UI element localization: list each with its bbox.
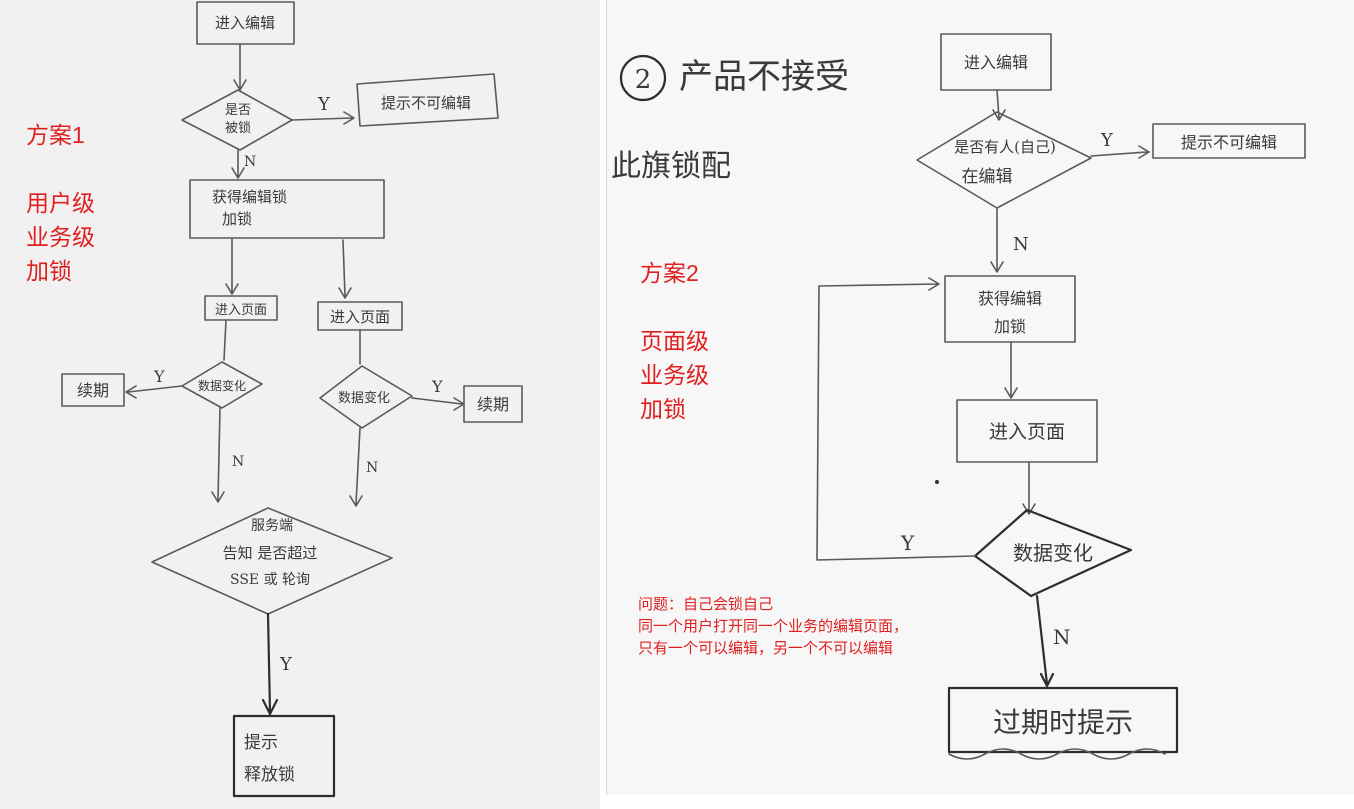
left-acquire-line2: 加锁 [222, 210, 252, 228]
right-scheme-title: 方案2 [640, 260, 699, 286]
left-data-change-diamond-a [181, 361, 263, 409]
left-data-change-diamond-b [319, 365, 413, 429]
left-server-yes-arrow [261, 612, 279, 716]
right-yes-arrow [1090, 145, 1150, 159]
left-release-line1: 提示 [244, 733, 278, 753]
left-data-no-arrow-b [349, 427, 363, 507]
left-scheme-line3: 加锁 [26, 258, 72, 284]
left-prompt-label: 提示不可编辑 [381, 94, 471, 112]
right-prompt-box [1152, 123, 1306, 159]
left-no-label: N [244, 154, 256, 170]
right-data-change-label: 数据变化 [1013, 541, 1093, 565]
left-release-line2: 释放锁 [244, 765, 295, 785]
left-scheme-title: 方案1 [26, 122, 85, 148]
left-renew-box-b [463, 385, 523, 423]
right-enter-edit-box [940, 33, 1052, 91]
right-scheme-line1: 页面级 [640, 328, 709, 354]
left-scheme-line1: 用户级 [26, 190, 95, 216]
right-heading-number-circle [619, 54, 667, 102]
left-data-no-b-label: N [366, 460, 378, 476]
left-flowchart-drawing: 进入编辑 是否 被锁 Y 提示不可编辑 N 获得编辑锁 加锁 进入页面 [61, 1, 523, 798]
left-flowchart-sheet: 进入编辑 是否 被锁 Y 提示不可编辑 N 获得编辑锁 加锁 进入页面 [0, 0, 600, 809]
right-arrow-3 [1022, 461, 1036, 515]
right-sub-heading: 此旗锁配 [611, 149, 731, 184]
left-renew-a-yes: Y [153, 367, 165, 386]
right-acquire-lock-box [944, 275, 1076, 343]
right-enter-page-label: 进入页面 [989, 421, 1065, 443]
right-enter-edit-label: 进入编辑 [964, 53, 1028, 72]
right-flowchart-drawing: 2 产品不接受 此旗锁配 进入编辑 是否有人(自己) 在编辑 Y 提示不可编辑 … [611, 33, 1306, 760]
left-release-lock-box [232, 714, 336, 798]
left-renew-b-yes: Y [431, 377, 443, 396]
left-branch-arrow-a [225, 237, 239, 295]
right-acquire-line2: 加锁 [994, 317, 1026, 336]
left-no-arrow [231, 149, 245, 179]
right-timeout-label: 过期时提示 [993, 706, 1133, 739]
right-arrow-2 [1004, 341, 1018, 399]
right-someone-editing-line2: 在编辑 [962, 167, 1013, 187]
left-renew-box-a [61, 373, 125, 407]
left-data-change-b-label: 数据变化 [338, 390, 390, 406]
pencil-dot [935, 480, 939, 484]
right-prompt-label: 提示不可编辑 [1181, 133, 1277, 152]
left-arrow-1 [233, 43, 247, 91]
left-is-locked-diamond [181, 89, 293, 151]
right-problem-line2: 同一个用户打开同一个业务的编辑页面， [638, 618, 909, 635]
right-scheme-line2: 业务级 [640, 362, 709, 388]
left-data-change-a-label: 数据变化 [198, 378, 246, 393]
right-loop-back-arrow [816, 277, 976, 561]
left-yes-label: Y [317, 94, 331, 115]
left-is-locked-line1: 是否 [225, 103, 251, 118]
left-data-no-arrow-a [211, 407, 225, 503]
left-server-line3: SSE 或 轮询 [230, 572, 310, 588]
right-timeout-wavy-line [948, 748, 1166, 760]
left-prompt-box [356, 73, 499, 127]
right-problem-line3: 只有一个可以编辑，另一个不可以编辑 [638, 640, 894, 657]
left-enter-page-b-label: 进入页面 [330, 308, 390, 326]
right-no-arrow [990, 207, 1004, 273]
right-someone-editing-line1: 是否有人(自己) [954, 138, 1056, 156]
left-renew-arrow-a [125, 385, 183, 399]
right-enter-page-box [956, 399, 1098, 463]
left-enter-page-box-a [204, 295, 278, 321]
right-heading-number: 2 [635, 65, 652, 95]
right-problem-line1: 问题：自己会锁自己 [638, 596, 774, 613]
left-branch-arrow-b [338, 239, 352, 299]
left-is-locked-line2: 被锁 [225, 120, 251, 136]
left-enter-edit-label: 进入编辑 [215, 14, 275, 32]
left-acquire-line1: 获得编辑锁 [212, 188, 287, 206]
left-page-a-down [223, 319, 227, 361]
right-data-change-diamond [973, 508, 1133, 598]
left-renew-a-label: 续期 [77, 381, 109, 400]
left-yes-arrow [291, 111, 355, 125]
left-server-line1: 服务端 [251, 518, 293, 534]
right-yes-label: Y [1100, 130, 1114, 151]
right-flowchart-sheet: 2 产品不接受 此旗锁配 进入编辑 是否有人(自己) 在编辑 Y 提示不可编辑 … [607, 0, 1354, 795]
left-acquire-lock-box [189, 179, 385, 239]
right-someone-editing-diamond [916, 111, 1092, 209]
right-data-no-arrow [1035, 594, 1055, 688]
right-heading: 产品不接受 [679, 57, 849, 97]
right-scheme-line3: 加锁 [640, 396, 686, 422]
right-loop-yes-label: Y [900, 531, 915, 555]
left-enter-edit-box [196, 1, 295, 45]
left-server-line2: 告知 是否超过 [223, 544, 318, 562]
right-data-no-label: N [1053, 625, 1071, 649]
left-renew-b-label: 续期 [477, 395, 509, 414]
right-no-label: N [1013, 234, 1029, 255]
left-server-yes-label: Y [279, 654, 293, 675]
right-acquire-line1: 获得编辑 [978, 289, 1042, 308]
left-data-no-a-label: N [232, 454, 244, 470]
left-enter-page-a-label: 进入页面 [215, 303, 267, 318]
left-renew-arrow-b [411, 397, 465, 411]
left-scheme-line2: 业务级 [26, 224, 95, 250]
